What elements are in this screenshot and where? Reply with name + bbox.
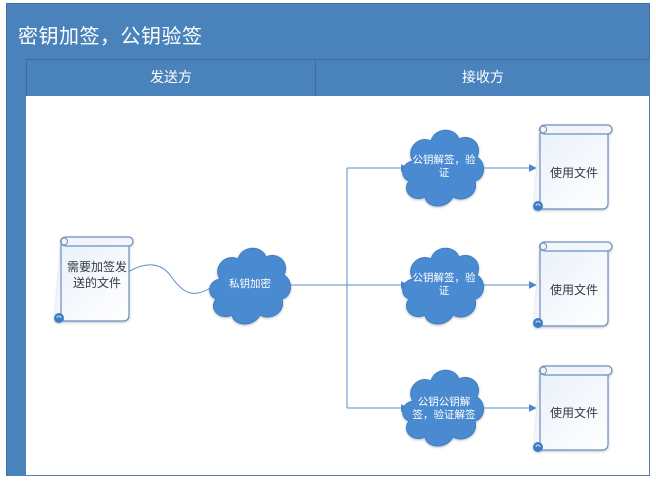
verify-cloud-3-label: 公钥公钥解签，验证解签 (412, 396, 476, 421)
verify-cloud-2-label: 公钥解签，验证 (412, 272, 476, 297)
lane-header-receiver: 接收方 (315, 59, 650, 96)
lane-header-sender: 发送方 (26, 59, 315, 96)
use-doc-1-label: 使用文件 (549, 166, 598, 180)
verify-cloud-1-label: 公钥解签，验证 (412, 154, 476, 179)
edge-source-to-sign (127, 264, 213, 294)
sign-cloud-label: 私钥加密 (229, 278, 271, 290)
diagram-title-bar: 密钥加签，公钥验签 (6, 3, 650, 60)
use-doc-2-label: 使用文件 (549, 283, 598, 297)
use-doc-3-label: 使用文件 (549, 406, 598, 420)
pool-left-strip (6, 59, 26, 476)
diagram-title: 密钥加签，公钥验签 (18, 24, 203, 48)
source-document-label: 需要加签发送的文件 (66, 260, 127, 290)
